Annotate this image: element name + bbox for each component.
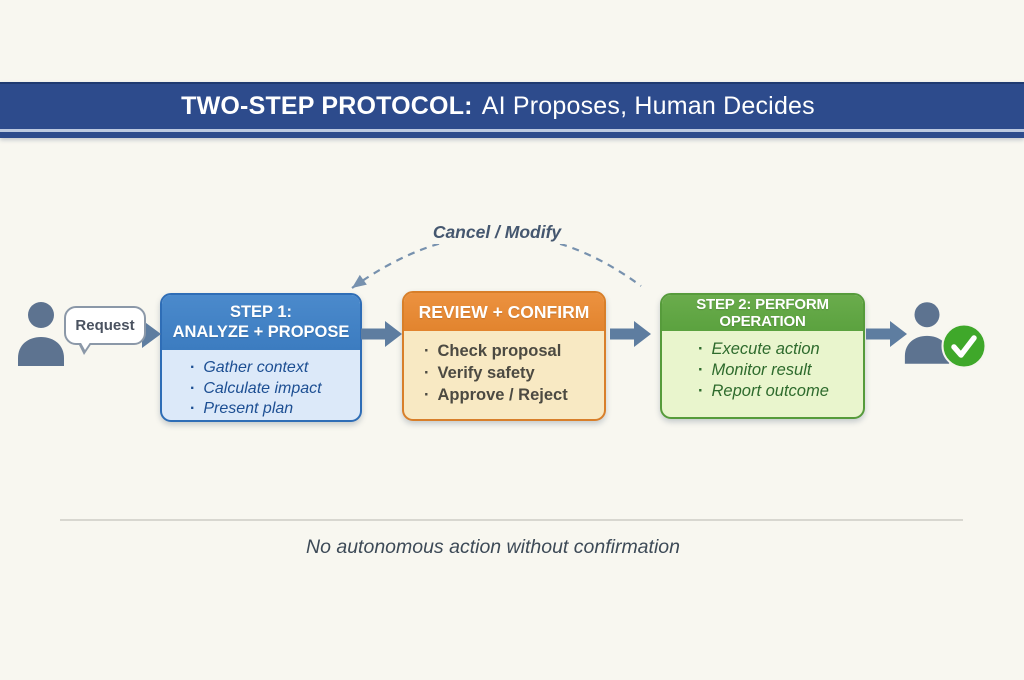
flow-arrow-icon — [361, 321, 402, 347]
list-item: Execute action — [698, 339, 863, 360]
step1-bullets: Gather context Calculate impact Present … — [190, 358, 360, 420]
list-item: Verify safety — [424, 362, 604, 384]
list-item: Approve / Reject — [424, 384, 604, 406]
divider-line — [60, 519, 963, 521]
cancel-return-arrow — [351, 233, 642, 289]
cancel-modify-label: Cancel / Modify — [404, 221, 590, 244]
step2-box: STEP 2: PERFORM OPERATION Execute action… — [660, 293, 865, 419]
flow-arrow-icon — [610, 321, 651, 347]
flow-arrow-icon — [866, 321, 907, 347]
list-item: Check proposal — [424, 340, 604, 362]
page-title: TWO-STEP PROTOCOL: AI Proposes, Human Dec… — [0, 82, 1010, 131]
title-banner: TWO-STEP PROTOCOL: AI Proposes, Human Dec… — [0, 82, 1024, 138]
request-label: Request — [75, 317, 135, 334]
step1-header: STEP 1: ANALYZE + PROPOSE — [162, 295, 360, 350]
step2-header: STEP 2: PERFORM OPERATION — [662, 295, 863, 331]
review-box: REVIEW + CONFIRM Check proposal Verify s… — [402, 291, 606, 421]
step2-bullets: Execute action Monitor result Report out… — [698, 339, 863, 402]
list-item: Gather context — [190, 358, 360, 379]
page-title-bold: TWO-STEP PROTOCOL: — [181, 92, 473, 120]
approved-user-icon — [904, 302, 950, 364]
list-item: Monitor result — [698, 360, 863, 381]
list-item: Present plan — [190, 399, 360, 420]
checkmark-icon — [941, 323, 987, 369]
page-title-rest: AI Proposes, Human Decides — [481, 92, 815, 120]
user-icon — [18, 302, 64, 366]
footer-note: No autonomous action without confirmatio… — [306, 536, 680, 558]
step1-box: STEP 1: ANALYZE + PROPOSE Gather context… — [160, 293, 362, 422]
list-item: Report outcome — [698, 381, 863, 402]
request-bubble: Request — [64, 306, 146, 355]
review-header: REVIEW + CONFIRM — [404, 293, 604, 331]
review-bullets: Check proposal Verify safety Approve / R… — [424, 340, 604, 406]
list-item: Calculate impact — [190, 379, 360, 400]
